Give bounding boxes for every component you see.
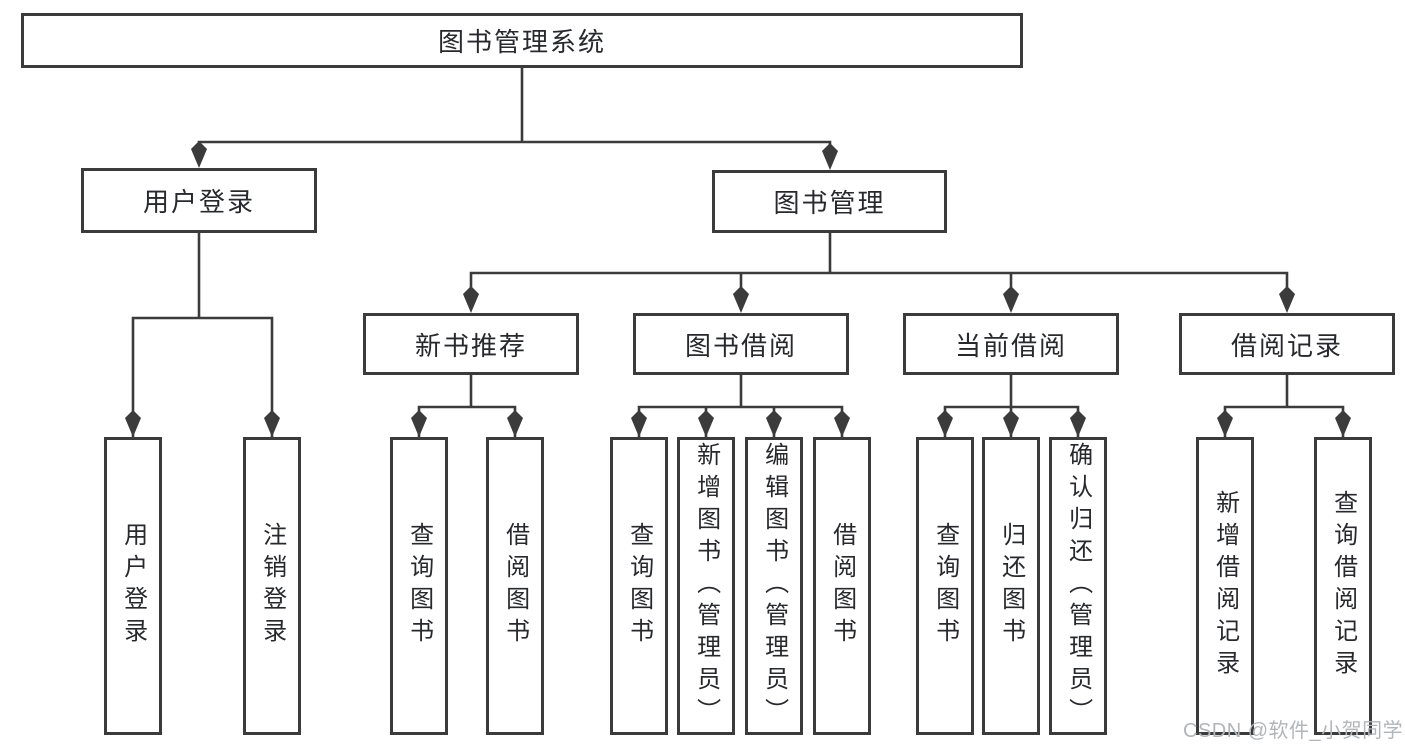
- leaf-bb-edit-books-admin-label: 编辑图书（管理员）: [760, 442, 788, 730]
- csdn-watermark: CSDN @软件_小贺同学: [1183, 720, 1404, 742]
- node-user-login: 用户登录: [81, 168, 317, 233]
- leaf-bb-query-books-label: 查询图书: [625, 522, 653, 650]
- leaf-logout-label: 注销登录: [258, 522, 286, 650]
- leaf-cb-confirm-return-admin-label: 确认归还（管理员）: [1064, 442, 1092, 730]
- node-library-management-system: 图书管理系统: [21, 13, 1023, 68]
- leaf-br-add-borrow-record-label: 新增借阅记录: [1211, 490, 1239, 682]
- connector-path: [131, 66, 1345, 439]
- leaf-logout: 注销登录: [243, 437, 301, 735]
- node-book-borrowing: 图书借阅: [633, 313, 849, 375]
- leaf-br-add-borrow-record: 新增借阅记录: [1196, 437, 1254, 735]
- leaf-br-query-borrow-record-label: 查询借阅记录: [1329, 490, 1357, 682]
- leaf-br-query-borrow-record: 查询借阅记录: [1314, 437, 1372, 735]
- leaf-nb-query-books: 查询图书: [390, 437, 448, 735]
- node-new-book-recommend: 新书推荐: [363, 313, 579, 375]
- leaf-user-login-label: 用户登录: [119, 522, 147, 650]
- node-current-borrowing: 当前借阅: [903, 313, 1119, 375]
- leaf-cb-return-books-label: 归还图书: [997, 522, 1025, 650]
- leaf-nb-query-books-label: 查询图书: [405, 522, 433, 650]
- leaf-nb-borrow-books-label: 借阅图书: [501, 522, 529, 650]
- arrowheads: [125, 141, 1351, 437]
- leaf-bb-query-books: 查询图书: [610, 437, 668, 735]
- leaf-nb-borrow-books: 借阅图书: [486, 437, 544, 735]
- leaf-bb-add-books-admin-label: 新增图书（管理员）: [692, 442, 720, 730]
- leaf-cb-query-books-label: 查询图书: [931, 522, 959, 650]
- leaf-cb-query-books: 查询图书: [916, 437, 974, 735]
- leaf-user-login: 用户登录: [104, 437, 162, 735]
- node-borrowing-records: 借阅记录: [1179, 313, 1395, 375]
- node-book-management: 图书管理: [712, 170, 947, 233]
- leaf-bb-edit-books-admin: 编辑图书（管理员）: [745, 437, 803, 735]
- leaf-bb-borrow-books-label: 借阅图书: [828, 522, 856, 650]
- leaf-bb-add-books-admin: 新增图书（管理员）: [677, 437, 735, 735]
- leaf-cb-confirm-return-admin: 确认归还（管理员）: [1049, 437, 1107, 735]
- leaf-bb-borrow-books: 借阅图书: [813, 437, 871, 735]
- leaf-cb-return-books: 归还图书: [982, 437, 1040, 735]
